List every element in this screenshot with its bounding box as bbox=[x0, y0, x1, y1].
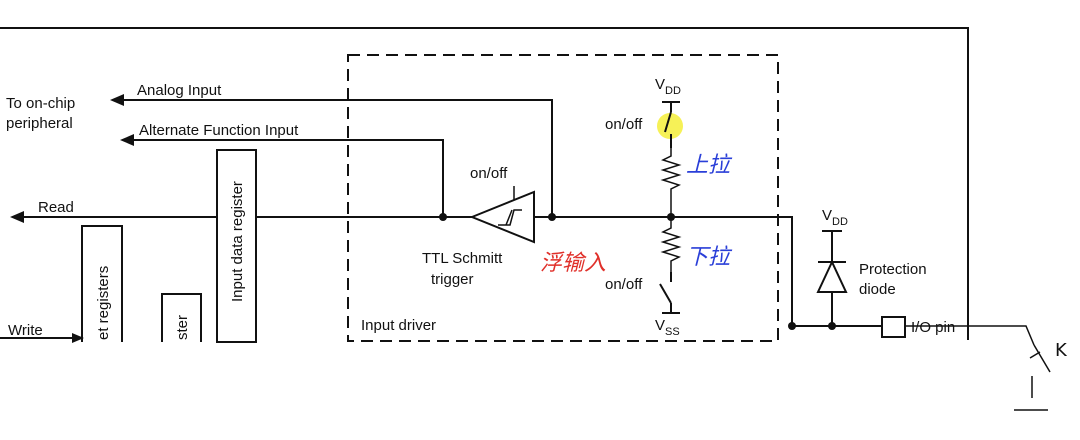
junction-pad bbox=[788, 322, 796, 330]
read-label: Read bbox=[38, 199, 74, 216]
vdd-diode-label: VDD bbox=[822, 207, 848, 228]
vss-label: VSS bbox=[655, 317, 680, 338]
peripheral-label: peripheral bbox=[6, 115, 73, 132]
ttl-schmitt-label: TTL Schmitt bbox=[422, 250, 503, 267]
junction-analog bbox=[548, 213, 556, 221]
vdd-top-label: VDD bbox=[655, 76, 681, 97]
analog-input-arrow bbox=[110, 94, 124, 106]
protection-diode-symbol bbox=[816, 259, 848, 293]
pulldown-switch bbox=[659, 272, 672, 313]
alt-func-line bbox=[132, 139, 444, 217]
input-data-register-box bbox=[216, 149, 257, 343]
analog-input-label: Analog Input bbox=[137, 82, 222, 99]
outer-frame bbox=[0, 27, 969, 340]
output-latch-box bbox=[161, 293, 202, 342]
external-switch-sketch bbox=[1014, 344, 1051, 411]
highlight-mark bbox=[657, 113, 683, 139]
input-driver-box bbox=[347, 54, 779, 342]
write-arrow bbox=[72, 333, 84, 343]
pad-connection bbox=[778, 216, 882, 327]
pullup-on-off-label: on/off bbox=[605, 116, 643, 133]
pulldown-resistor bbox=[660, 217, 682, 272]
schmitt-on-off-label: on/off bbox=[470, 165, 508, 182]
schmitt-trigger-symbol bbox=[469, 190, 535, 244]
output-latch-label: ster bbox=[174, 315, 191, 340]
alt-func-label: Alternate Function Input bbox=[139, 122, 299, 139]
red-floating-input-note: 浮输入 bbox=[540, 251, 606, 276]
diode-label: diode bbox=[859, 281, 896, 298]
trigger-label: trigger bbox=[431, 271, 474, 288]
io-pin-wire bbox=[905, 325, 1035, 346]
alt-func-arrow bbox=[120, 134, 134, 146]
blue-pull-up-note: 上拉 bbox=[686, 153, 733, 178]
output-registers-box bbox=[81, 225, 123, 342]
to-on-chip-label: To on-chip bbox=[6, 95, 75, 112]
input-driver-label: Input driver bbox=[361, 317, 436, 334]
pullup-resistor bbox=[660, 148, 682, 217]
io-pin-box bbox=[881, 316, 906, 338]
switch-k-note: K bbox=[1055, 340, 1068, 361]
write-label: Write bbox=[8, 322, 43, 339]
read-arrow bbox=[10, 211, 24, 223]
pullup-switch bbox=[664, 111, 672, 148]
input-data-register-label: Input data register bbox=[229, 181, 246, 302]
protection-label: Protection bbox=[859, 261, 927, 278]
pulldown-on-off-label: on/off bbox=[605, 276, 643, 293]
junction-alt bbox=[439, 213, 447, 221]
output-registers-label: et registers bbox=[95, 266, 112, 340]
analog-input-line bbox=[122, 99, 553, 217]
blue-pull-down-note: 下拉 bbox=[686, 245, 733, 270]
io-pin-label: I/O pin bbox=[911, 319, 955, 336]
schmitt-hysteresis-icon bbox=[498, 209, 522, 226]
